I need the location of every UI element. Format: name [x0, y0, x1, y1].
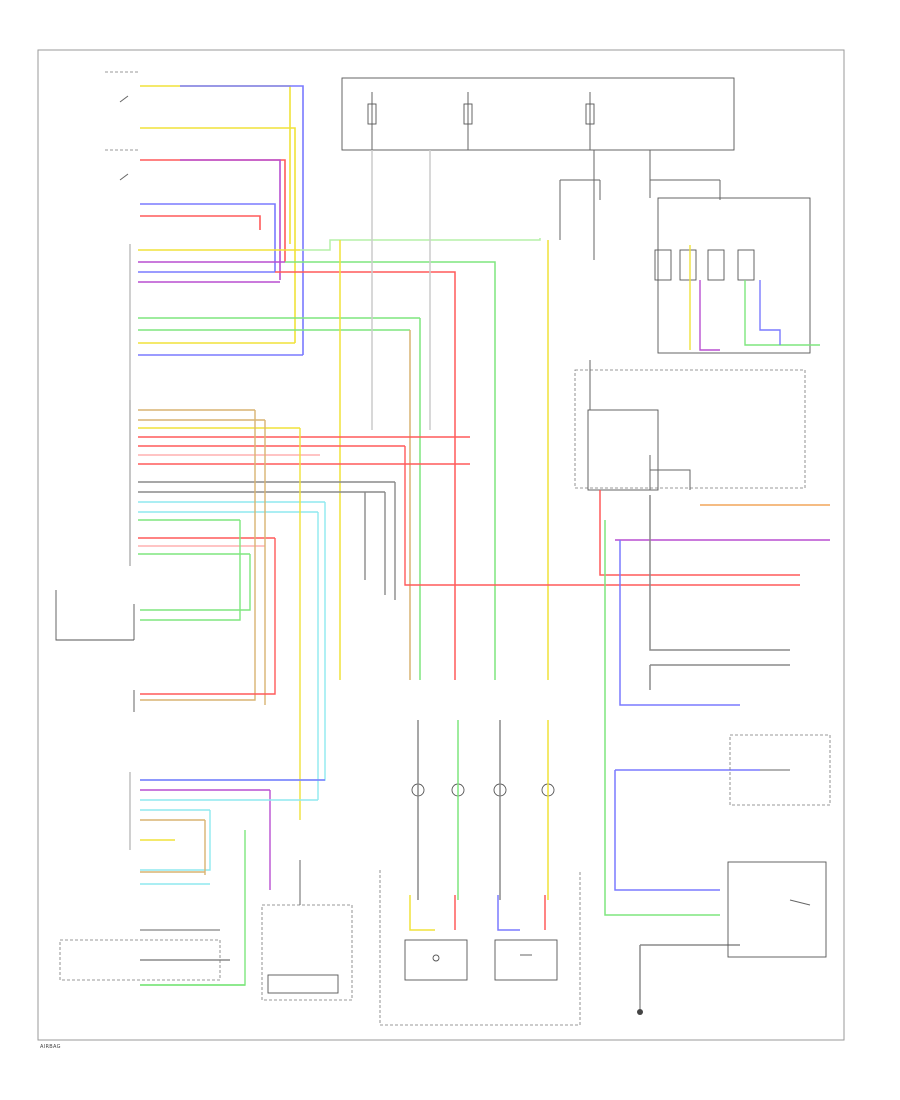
airbag-control-connector — [727, 861, 827, 958]
wire-harness-top-left — [140, 85, 304, 355]
left-lower-connectors — [140, 779, 325, 986]
passenger-seat-belt-buckle-switch — [105, 71, 140, 181]
page-label: AIRBAG — [40, 1044, 61, 1050]
airbag-squib-circuits — [409, 720, 555, 931]
right-top-switch — [559, 179, 721, 240]
passenger-side-impact-sensor — [593, 150, 820, 354]
srs-unit — [574, 360, 806, 491]
wire-harness-middle-left — [138, 409, 470, 555]
left-side-boxes — [55, 590, 221, 981]
wires-long-verticals — [275, 150, 549, 680]
hot-at-all-times-box — [341, 77, 735, 151]
wires-middle-down — [140, 410, 800, 986]
passenger-airbag-module — [494, 939, 558, 981]
driver-airbag-module — [404, 939, 468, 981]
steering-wheel-dash-outline — [379, 870, 581, 1026]
ground — [637, 1000, 643, 1015]
passenger-occupant-detection-sensor — [261, 860, 353, 1001]
diagram-frame — [37, 49, 845, 1041]
airbag-indicator-module — [729, 734, 831, 806]
wire-harness-right — [599, 490, 830, 1000]
left-connector-pins — [138, 249, 420, 356]
